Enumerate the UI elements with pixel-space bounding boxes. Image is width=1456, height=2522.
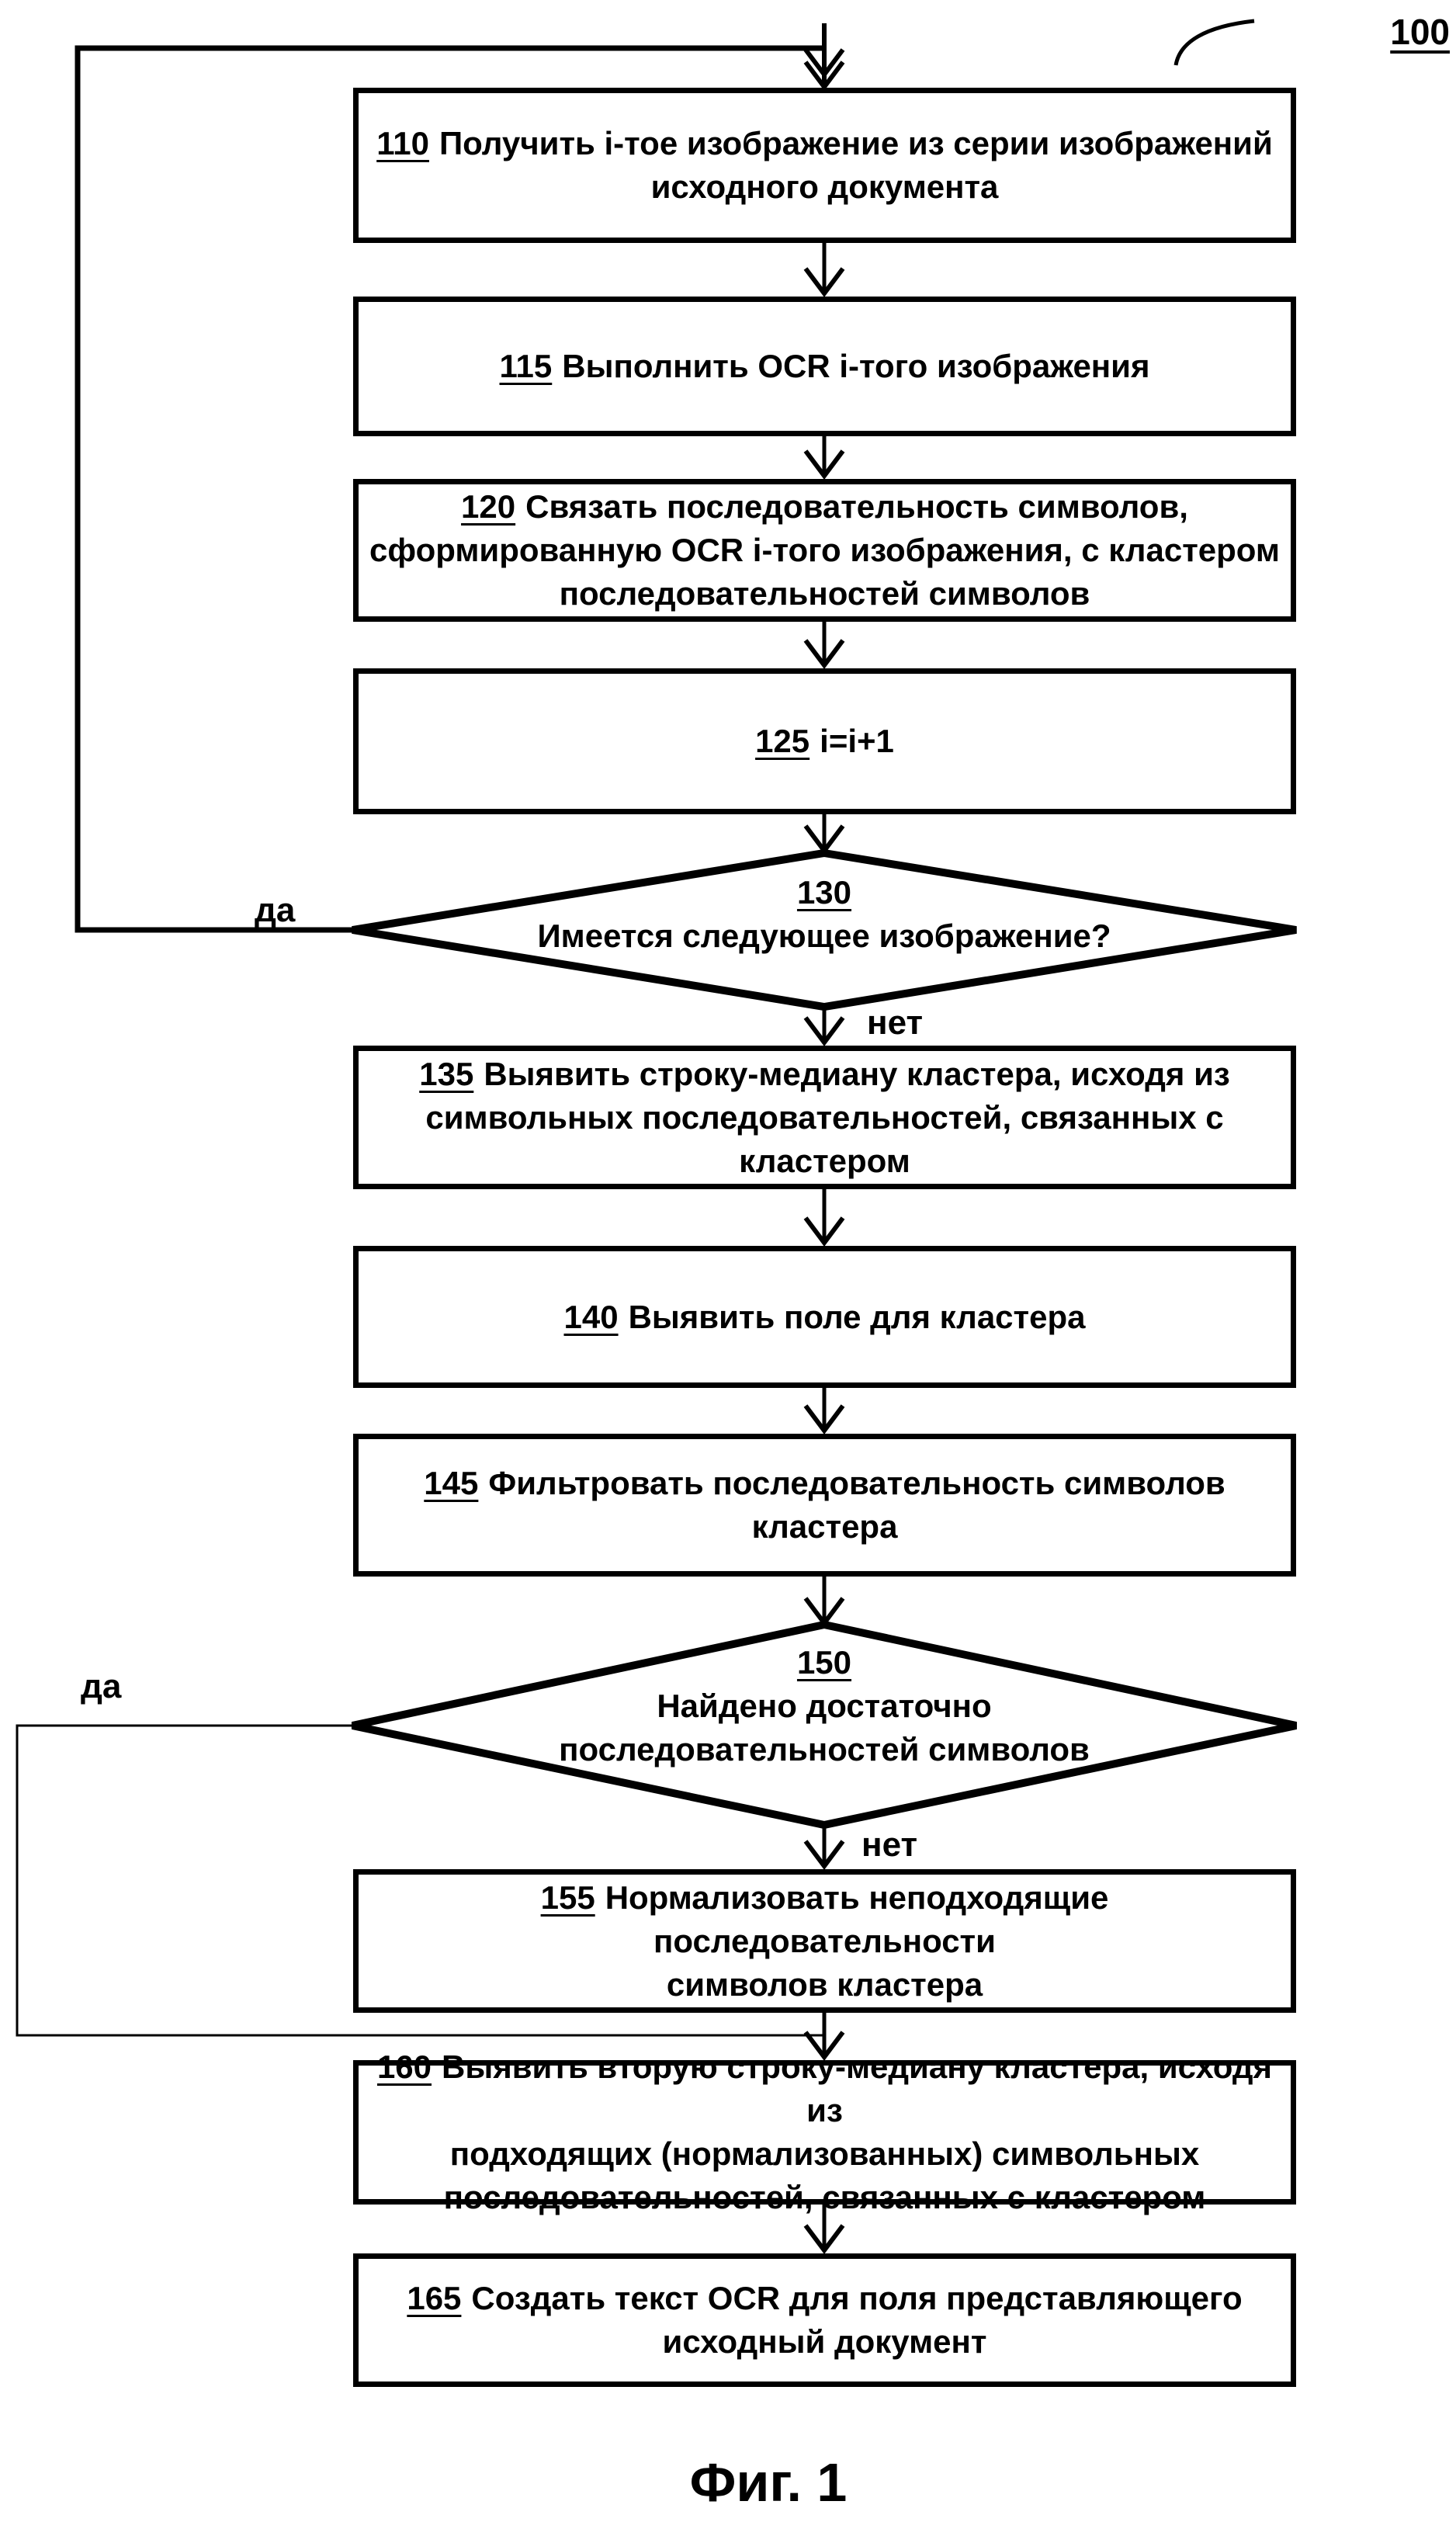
decision-150-text: 150 Найдено достаточно последовательност…: [436, 1641, 1212, 1771]
arrowhead-150: [803, 1597, 845, 1627]
loop-130-yes-line: [75, 45, 824, 933]
step-165-label: Создать текст OCR для поля представляюще…: [471, 2280, 1243, 2360]
step-145-label: Фильтровать последовательность символов …: [488, 1465, 1225, 1545]
decision-130-number: 130: [796, 874, 852, 911]
figure-ref-pointer-curve: [1173, 19, 1255, 66]
step-140-number: 140: [563, 1298, 619, 1335]
step-135-label: Выявить строку-медиану кластера, исходя …: [425, 1055, 1230, 1179]
arrowhead-115: [803, 267, 845, 297]
arrowhead-125: [803, 639, 845, 669]
step-125-label: i=i+1: [820, 723, 894, 759]
step-160-text: 160 Выявить вторую строку-медиану кластер…: [359, 2045, 1291, 2219]
step-135-number: 135: [419, 1055, 474, 1092]
decision-130-label: Имеется следующее изображение?: [537, 918, 1111, 954]
step-110-number: 110: [376, 125, 429, 161]
decision-150-number: 150: [796, 1644, 852, 1681]
arrowhead-140: [803, 1216, 845, 1247]
decision-130-text: 130 Имеется следующее изображение?: [359, 871, 1290, 958]
edge-label-130-no: нет: [867, 1004, 924, 1042]
step-160-box: 160 Выявить вторую строку-медиану кластер…: [353, 2048, 1296, 2215]
step-115-number: 115: [499, 348, 553, 384]
step-160-label: Выявить вторую строку-медиану кластера, …: [442, 2048, 1273, 2215]
step-125-number: 125: [755, 723, 810, 759]
step-125-box: 125 i=i+1: [353, 668, 1296, 814]
arrowhead-130: [803, 824, 845, 855]
decision-150-label: Найдено достаточно последовательностей с…: [559, 1688, 1090, 1767]
figure-caption: Фиг. 1: [689, 2452, 848, 2513]
arrowhead-entry-2: [803, 61, 845, 91]
step-165-number: 165: [407, 2280, 462, 2316]
step-155-box: 155 Нормализовать неподходящие последоват…: [353, 1869, 1296, 2013]
arrowhead-165: [803, 2224, 845, 2254]
figure-ref-label: 100: [1390, 12, 1450, 52]
step-140-label: Выявить поле для кластера: [628, 1298, 1086, 1335]
step-120-label: Связать последовательность символов, сфо…: [369, 488, 1280, 612]
edge-label-150-no: нет: [861, 1826, 918, 1864]
arrowhead-135: [803, 1016, 845, 1046]
step-125-text: 125 i=i+1: [359, 720, 1291, 763]
edge-label-150-yes: да: [81, 1667, 122, 1705]
edge-label-130-yes: да: [255, 891, 296, 929]
step-120-number: 120: [461, 488, 516, 525]
loop-150-yes-line: [16, 1724, 823, 2037]
step-110-label: Получить i-тое изображение из серии изоб…: [439, 125, 1273, 205]
step-110-box: 110 Получить i-тое изображение из серии и…: [353, 88, 1296, 243]
step-110-text: 110 Получить i-тое изображение из серии и…: [359, 122, 1291, 209]
step-155-text: 155 Нормализовать неподходящие последоват…: [359, 1876, 1291, 2007]
arrowhead-160: [803, 2031, 845, 2061]
arrowhead-145: [803, 1404, 845, 1434]
step-155-number: 155: [540, 1878, 595, 1916]
arrowhead-155: [803, 1840, 845, 1870]
step-145-number: 145: [424, 1465, 479, 1501]
step-155-label: Нормализовать неподходящие последователь…: [605, 1878, 1109, 2003]
arrowhead-entry-1: [803, 48, 845, 78]
arrowhead-120: [803, 449, 845, 480]
step-115-label: Выполнить OCR i-того изображения: [562, 348, 1150, 384]
step-160-number: 160: [376, 2048, 432, 2085]
